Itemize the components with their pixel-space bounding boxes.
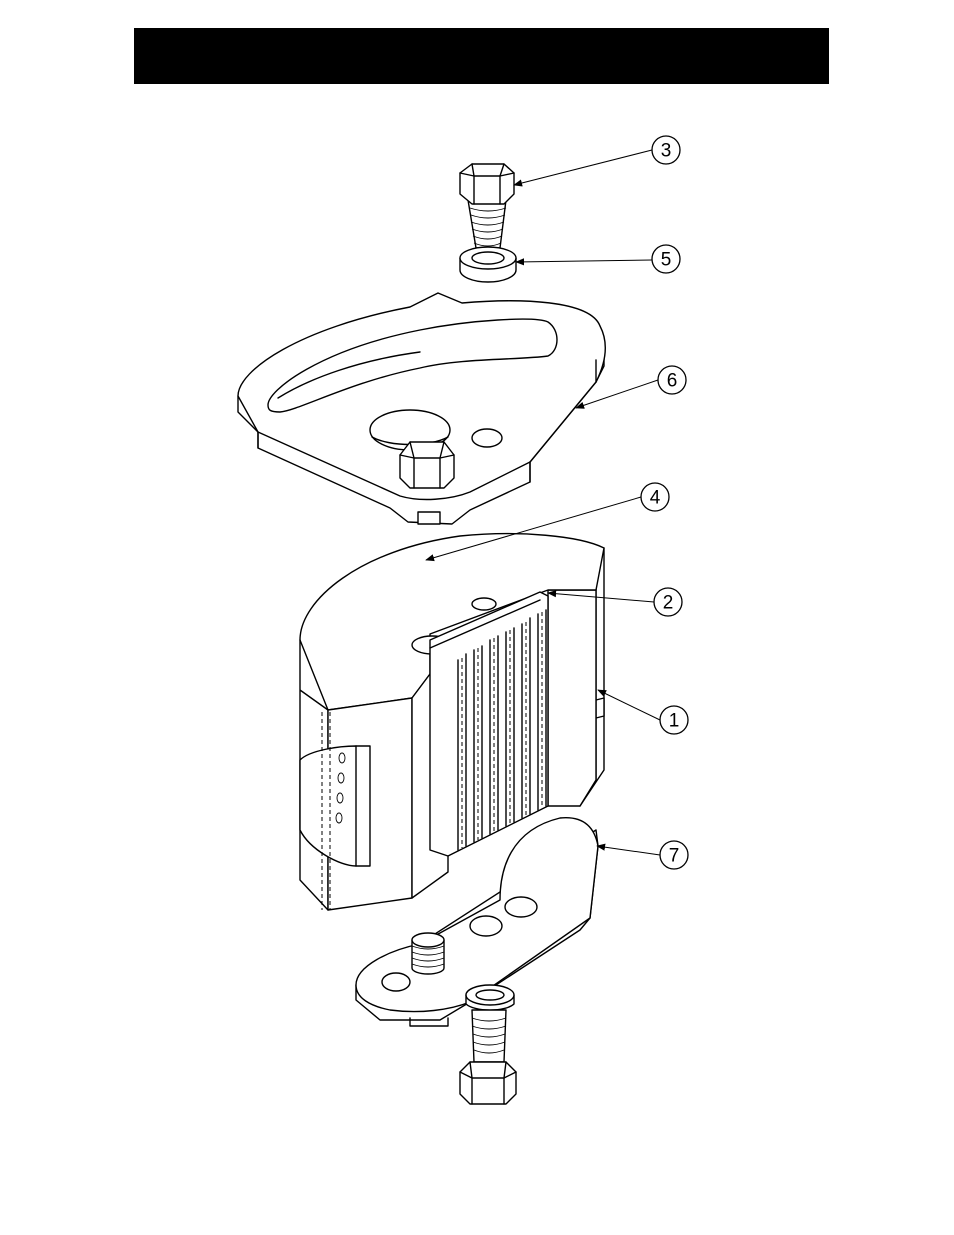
callout-3: 3 xyxy=(652,136,680,164)
callout-6-label: 6 xyxy=(667,371,678,392)
callout-7: 7 xyxy=(660,841,688,869)
callout-4: 4 xyxy=(641,483,669,511)
callout-4-label: 4 xyxy=(650,488,661,509)
top-hex-bolt xyxy=(460,164,514,248)
top-washer xyxy=(460,247,516,282)
callout-2-label: 2 xyxy=(663,593,674,614)
callout-3-label: 3 xyxy=(661,141,672,162)
callout-1-label: 1 xyxy=(669,711,680,732)
callout-5-label: 5 xyxy=(661,250,672,271)
callout-6: 6 xyxy=(658,366,686,394)
callout-7-label: 7 xyxy=(669,846,680,867)
top-plate xyxy=(238,293,605,524)
callout-5: 5 xyxy=(652,245,680,273)
callout-2: 2 xyxy=(654,588,682,616)
callout-1: 1 xyxy=(660,706,688,734)
bottom-bolt xyxy=(460,985,516,1104)
